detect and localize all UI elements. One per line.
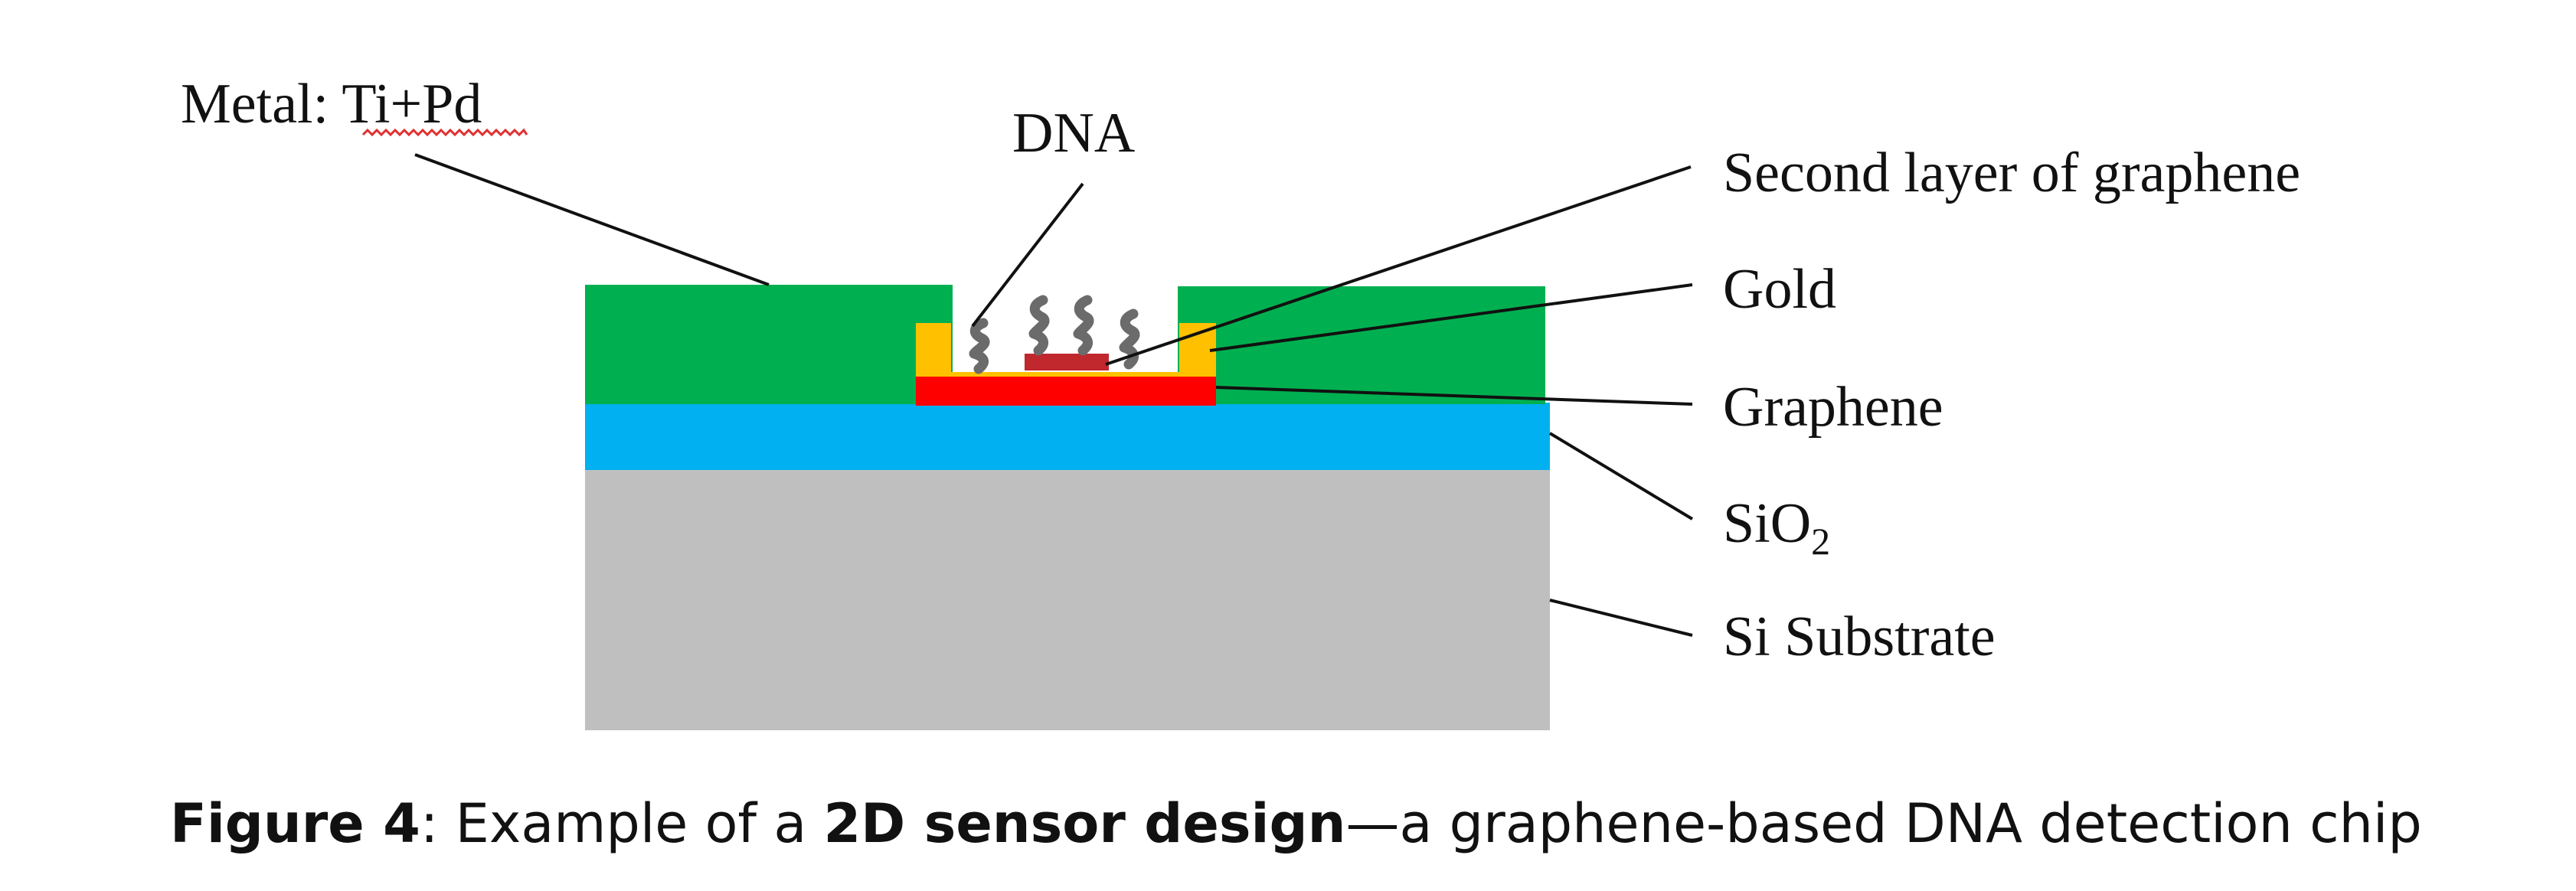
- figure-caption: Figure 4: Example of a 2D sensor design—…: [170, 792, 2422, 855]
- sio2-label: SiO2: [1723, 492, 1830, 563]
- gold-contact-left: [916, 323, 951, 377]
- si-substrate-layer: [585, 468, 1550, 730]
- graphene-leader-line: [1215, 386, 1693, 406]
- metal-label-underlined: Ti+Pd: [342, 73, 482, 135]
- metal-contact-left: [585, 285, 953, 404]
- caption-figure-label: Figure 4: [170, 792, 420, 855]
- metal-label-prefix: Metal:: [181, 73, 342, 135]
- sio2-label-subscript: 2: [1811, 520, 1830, 563]
- gold-thin-strip: [916, 372, 1216, 378]
- dna-leader-line: [971, 182, 1084, 328]
- second-graphene-label: Second layer of graphene: [1723, 142, 2300, 204]
- si-substrate-label: Si Substrate: [1723, 605, 1996, 668]
- dna-strand-1: [969, 318, 990, 374]
- gold-leader-line: [1209, 283, 1693, 352]
- dna-strand-2: [1028, 295, 1050, 356]
- caption-rest: —a graphene-based DNA detection chip: [1345, 792, 2421, 855]
- graphene-label: Graphene: [1723, 376, 1943, 439]
- si-substrate-leader-line: [1549, 599, 1693, 637]
- metal-leader-line: [414, 153, 770, 286]
- sio2-layer: [585, 403, 1550, 470]
- metal-label: Metal: Ti+Pd: [181, 73, 482, 135]
- sio2-label-base: SiO: [1723, 492, 1811, 555]
- dna-label: DNA: [1012, 102, 1135, 165]
- spellcheck-underline: [361, 128, 528, 137]
- gold-label: Gold: [1723, 258, 1836, 321]
- second-graphene-layer: [1025, 354, 1109, 370]
- caption-intro: : Example of a: [420, 792, 824, 855]
- sio2-leader-line: [1548, 432, 1694, 521]
- caption-bold-phrase: 2D sensor design: [823, 792, 1345, 855]
- dna-strand-3: [1073, 295, 1094, 356]
- second-graphene-leader-line: [1105, 165, 1692, 366]
- graphene-layer: [916, 377, 1216, 406]
